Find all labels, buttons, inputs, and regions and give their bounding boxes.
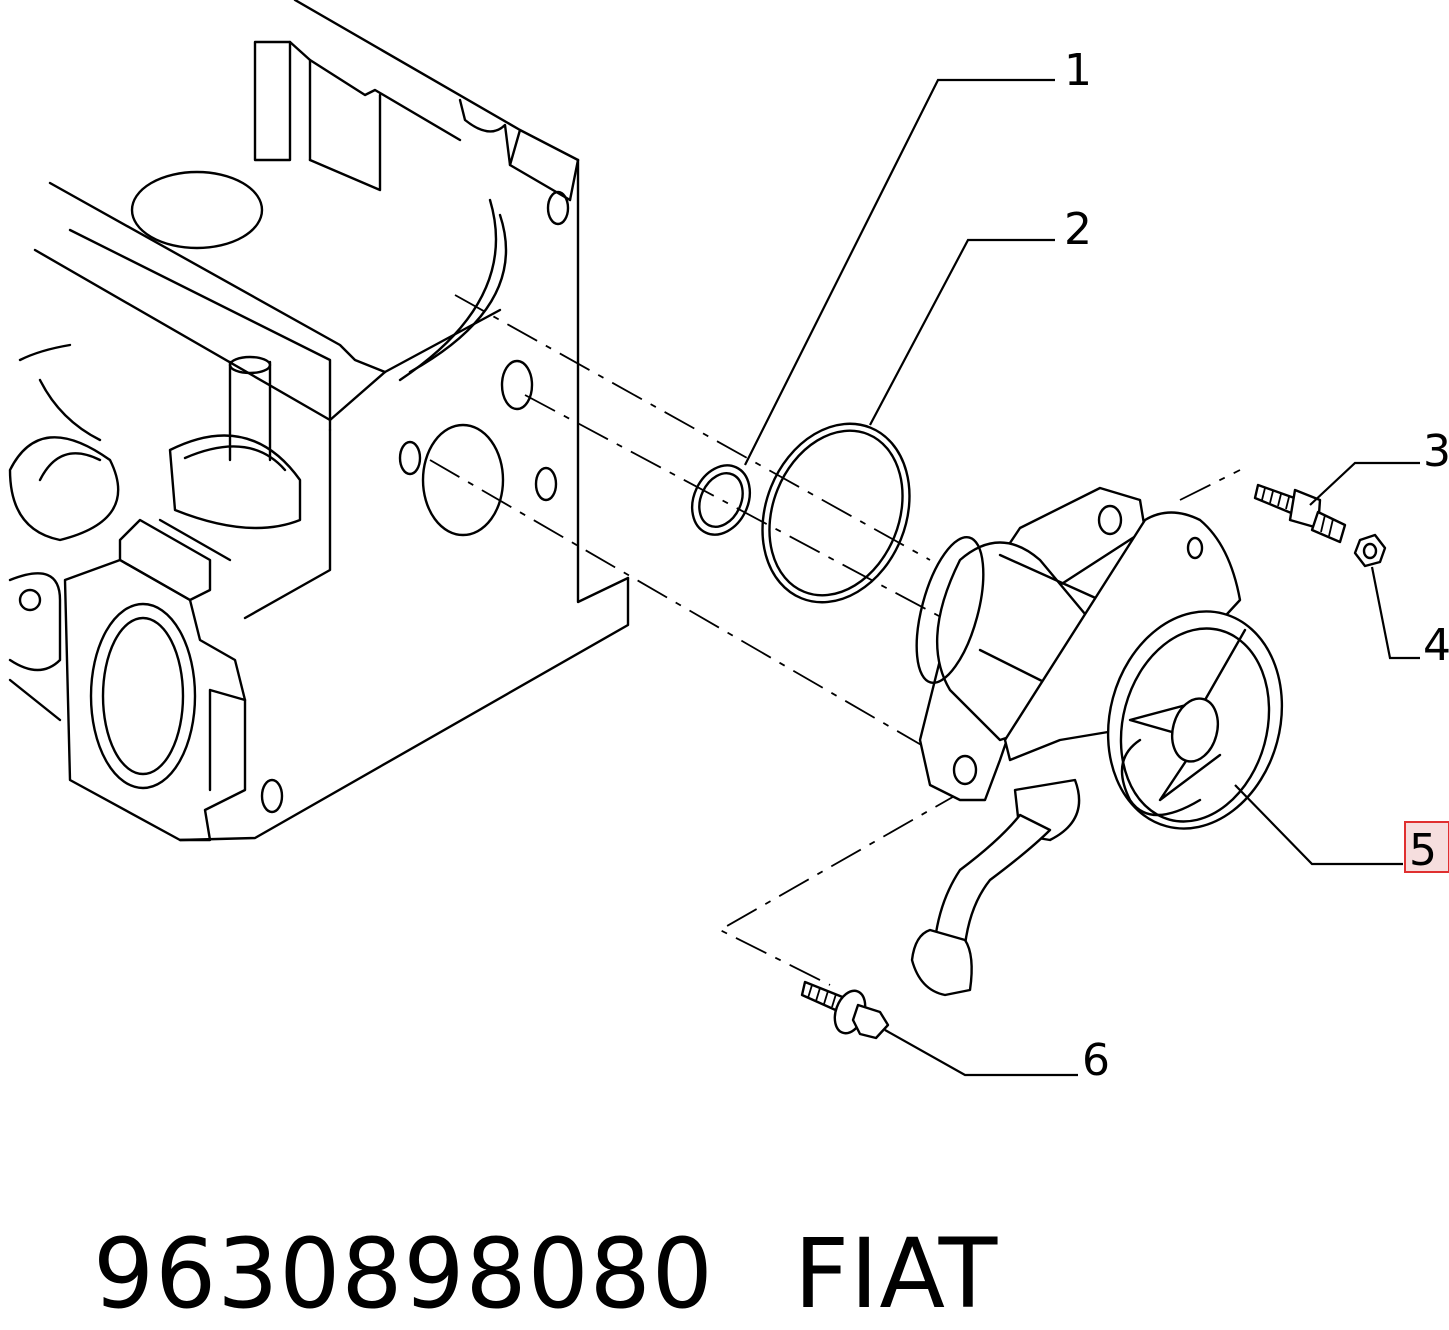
part-6-flange-bolt	[800, 980, 890, 1040]
part-5-vacuum-pump	[910, 486, 1284, 997]
callout-leaders	[744, 78, 1420, 1077]
engine-block-drawing	[8, 0, 630, 842]
part-2-large-o-ring	[761, 422, 911, 604]
callout-1: 1	[1064, 45, 1092, 96]
part-number: 9630898080	[93, 1218, 714, 1330]
callout-3: 3	[1423, 426, 1449, 477]
callout-labels: 1 2 3 4 5 6	[1064, 45, 1449, 1086]
callout-2: 2	[1064, 204, 1092, 255]
part-1-small-o-ring	[690, 464, 752, 536]
brand-name: FIAT	[793, 1218, 999, 1330]
part-3-stud-bolt	[1253, 483, 1347, 544]
callout-4: 4	[1423, 620, 1449, 671]
part-4-nut	[1353, 533, 1387, 568]
exploded-parts-diagram: 1 2 3 4 5 6	[8, 0, 1449, 1086]
callout-5-highlight	[1404, 821, 1449, 873]
callout-6: 6	[1082, 1035, 1110, 1086]
callout-5: 5	[1409, 825, 1437, 876]
